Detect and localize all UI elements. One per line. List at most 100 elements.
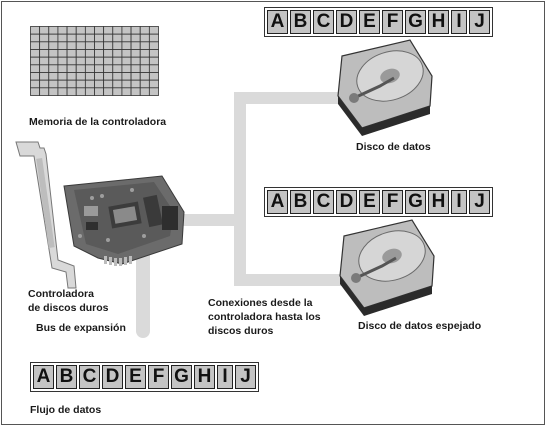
controller-card-image — [15, 141, 185, 289]
memory-cell — [84, 26, 95, 35]
letter-cell: I — [451, 10, 467, 34]
mirror-hard-disk-icon — [339, 219, 435, 316]
memory-cell — [66, 26, 77, 35]
memory-cell — [84, 56, 95, 66]
memory-cell — [39, 33, 50, 43]
memory-cell — [112, 41, 123, 50]
memory-cell — [75, 79, 86, 89]
letter-cell: F — [382, 190, 403, 214]
memory-cell — [39, 79, 50, 89]
memory-cell — [57, 33, 68, 43]
memory-cell — [130, 49, 141, 58]
memory-cell — [48, 72, 59, 81]
letter-strip-mirror: A B C D E F G H I J — [264, 187, 493, 217]
memory-cell — [94, 72, 105, 81]
memory-cell — [48, 64, 59, 73]
letter-cell: A — [267, 10, 288, 34]
memory-cell — [103, 41, 114, 50]
memory-cell — [130, 72, 141, 81]
memory-cell — [148, 26, 159, 35]
memory-cell — [94, 33, 105, 43]
letter-cell: I — [217, 365, 233, 389]
memory-cell — [39, 56, 50, 66]
letter-cell: E — [359, 10, 380, 34]
letter-cell: G — [171, 365, 192, 389]
memory-cell — [75, 49, 86, 58]
memory-cell — [130, 87, 141, 96]
memory-cell — [103, 79, 114, 89]
memory-cell — [112, 49, 123, 58]
memory-cell — [84, 33, 95, 43]
memory-cell — [75, 87, 86, 96]
memory-cell — [139, 72, 150, 81]
disk-label: Disco de datos — [356, 141, 431, 153]
memory-cell — [139, 87, 150, 96]
memory-cell — [112, 64, 123, 73]
memory-cell — [148, 79, 159, 89]
memory-cell — [75, 64, 86, 73]
memory-cell — [39, 72, 50, 81]
wire-to-disk-1 — [234, 92, 364, 104]
memory-cell — [75, 72, 86, 81]
memory-cell — [103, 26, 114, 35]
memory-cell — [121, 64, 132, 73]
memory-cell — [94, 26, 105, 35]
memory-cell — [121, 87, 132, 96]
memory-cell — [66, 33, 77, 43]
memory-cell — [103, 72, 114, 81]
memory-cell — [30, 33, 41, 43]
memory-cell — [84, 64, 95, 73]
letter-cell: B — [290, 190, 311, 214]
memory-cell — [57, 56, 68, 66]
memory-cell — [130, 56, 141, 66]
memory-cell — [112, 79, 123, 89]
letter-cell: A — [267, 190, 288, 214]
controller-memory-grid — [30, 26, 159, 96]
memory-cell — [139, 56, 150, 66]
memory-cell — [112, 87, 123, 96]
wire-main-horizontal — [178, 214, 238, 226]
memory-cell — [48, 26, 59, 35]
memory-cell — [94, 64, 105, 73]
memory-cell — [112, 26, 123, 35]
memory-cell — [94, 87, 105, 96]
memory-cell — [103, 87, 114, 96]
memory-cell — [112, 72, 123, 81]
memory-cell — [57, 87, 68, 96]
memory-cell — [48, 49, 59, 58]
memory-cell — [66, 87, 77, 96]
memory-cell — [148, 87, 159, 96]
letter-strip-top: A B C D E F G H I J — [264, 7, 493, 37]
memory-cell — [48, 41, 59, 50]
memory-cell — [30, 64, 41, 73]
memory-cell — [139, 41, 150, 50]
memory-cell — [30, 79, 41, 89]
connections-label: Conexiones desde la controladora hasta l… — [208, 297, 321, 337]
wire-to-disk-2 — [234, 274, 360, 286]
memory-cell — [39, 49, 50, 58]
letter-cell: E — [125, 365, 146, 389]
memory-cell — [139, 79, 150, 89]
letter-cell: C — [79, 365, 100, 389]
letter-cell: G — [405, 190, 426, 214]
memory-cell — [94, 49, 105, 58]
memory-label: Memoria de la controladora — [29, 116, 167, 128]
memory-cell — [48, 79, 59, 89]
memory-cell — [30, 41, 41, 50]
wire-bus — [136, 250, 150, 338]
memory-cell — [30, 87, 41, 96]
memory-cell — [121, 79, 132, 89]
memory-cell — [30, 56, 41, 66]
memory-cell — [130, 64, 141, 73]
memory-cell — [75, 33, 86, 43]
memory-cell — [103, 49, 114, 58]
letter-cell: J — [235, 365, 256, 389]
memory-cell — [66, 79, 77, 89]
memory-cell — [94, 56, 105, 66]
memory-cell — [121, 49, 132, 58]
letter-cell: B — [290, 10, 311, 34]
letter-cell: C — [313, 190, 334, 214]
memory-cell — [57, 72, 68, 81]
memory-cell — [103, 64, 114, 73]
hard-disk-icon — [337, 39, 433, 136]
